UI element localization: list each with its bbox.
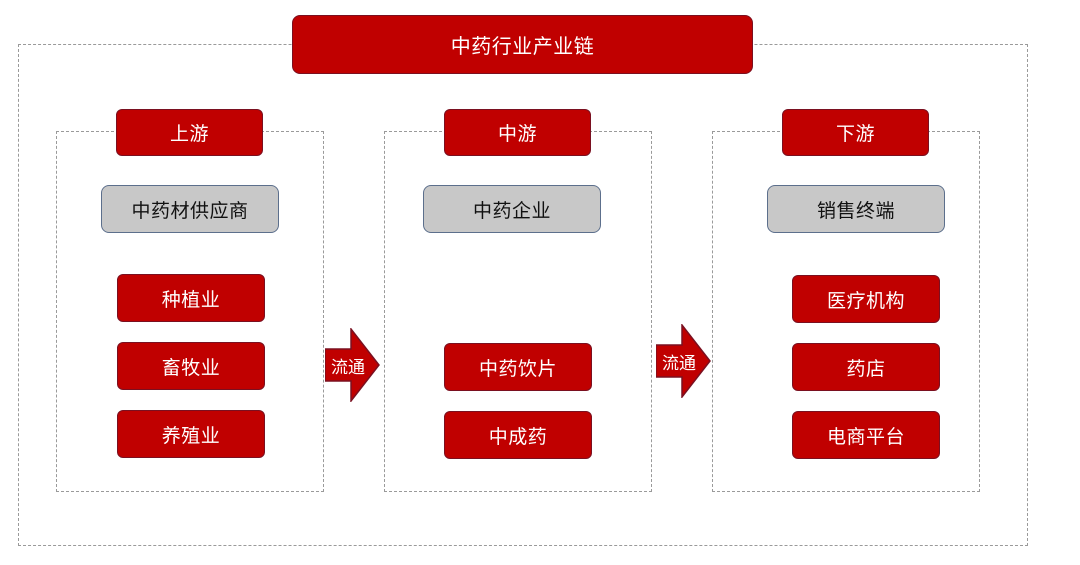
- flow-arrow-label: 流通: [662, 353, 696, 374]
- stage-downstream-header: 下游: [782, 109, 929, 156]
- upstream-item: 畜牧业: [117, 342, 265, 390]
- stage-midstream-category: 中药企业: [423, 185, 601, 233]
- flow-arrow-2: 流通: [656, 324, 712, 398]
- stage-upstream-header: 上游: [116, 109, 263, 156]
- stage-upstream-category: 中药材供应商: [101, 185, 279, 233]
- midstream-item: 中药饮片: [444, 343, 592, 391]
- stage-midstream-header: 中游: [444, 109, 591, 156]
- diagram-title: 中药行业产业链: [292, 15, 753, 74]
- downstream-item: 电商平台: [792, 411, 940, 459]
- upstream-item: 种植业: [117, 274, 265, 322]
- right-arrow-icon: [325, 328, 380, 402]
- midstream-item: 中成药: [444, 411, 592, 459]
- downstream-item: 医疗机构: [792, 275, 940, 323]
- right-arrow-icon: [656, 324, 711, 398]
- flow-arrow-1: 流通: [325, 328, 381, 402]
- downstream-item: 药店: [792, 343, 940, 391]
- stage-downstream-category: 销售终端: [767, 185, 945, 233]
- upstream-item: 养殖业: [117, 410, 265, 458]
- flow-arrow-label: 流通: [331, 357, 365, 378]
